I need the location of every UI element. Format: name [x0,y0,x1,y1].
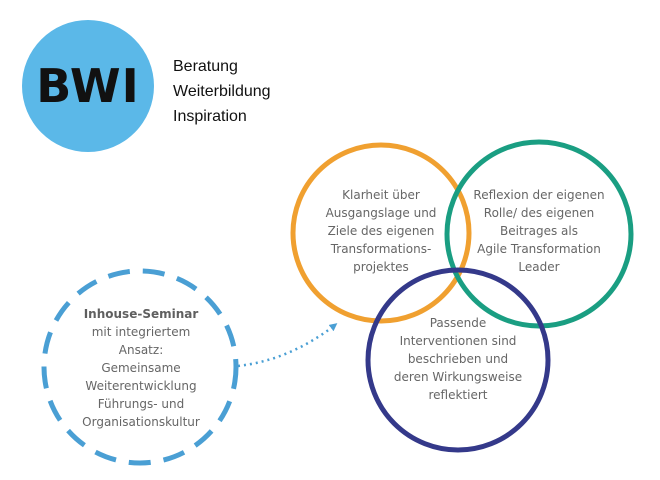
circle-navy-line: Interventionen sind [399,334,517,348]
seminar-text: Inhouse-Seminar mit integriertem Ansatz:… [50,305,232,431]
circle-orange [290,142,472,324]
circle-teal-text: Reflexion der eigenen Rolle/ des eigenen… [459,186,619,276]
circle-teal-line: Beitrages als [500,224,578,238]
circle-teal-line: Reflexion der eigenen [473,188,605,202]
circle-teal-line: Leader [518,260,560,274]
seminar-line: Gemeinsame [101,361,181,375]
dotted-arrow [237,323,338,368]
tagline-line-inspiration: Inspiration [173,108,247,125]
circle-orange-line: Klarheit über [342,188,420,202]
circle-navy-line: reflektiert [428,388,488,402]
circle-navy [365,267,551,453]
seminar-line: mit integriertem [91,325,191,339]
seminar-line: Führungs- und [97,397,185,411]
circle-navy-line: Passende [429,316,487,330]
circle-orange-line: Transformations- [330,242,432,256]
circle-orange-line: projektes [353,260,409,274]
circle-navy-text: Passende Interventionen sind beschrieben… [378,314,538,404]
logo-text: BWI [36,59,140,113]
logo-circle: BWI [22,20,154,152]
circle-teal-line: Agile Transformation [477,242,601,256]
circle-navy-line: beschrieben und [407,352,509,366]
circle-orange-text: Klarheit über Ausgangslage und Ziele des… [301,186,461,276]
circle-orange-line: Ziele des eigenen [327,224,435,238]
tagline-line-consulting: Beratung [173,58,238,75]
circle-teal-line: Rolle/ des eigenen [483,206,595,220]
seminar-line: Weiterentwicklung [85,379,197,393]
seminar-line: Ansatz: [118,343,164,357]
seminar-line: Organisationskultur [82,415,200,429]
seminar-title: Inhouse-Seminar [83,307,199,321]
seminar-dashed-circle [41,268,239,466]
circle-navy-line: deren Wirkungsweise [393,370,523,384]
tagline-line-training: Weiterbildung [173,83,271,100]
tagline: Beratung Weiterbildung Inspiration [173,54,271,129]
circle-orange-line: Ausgangslage und [325,206,437,220]
